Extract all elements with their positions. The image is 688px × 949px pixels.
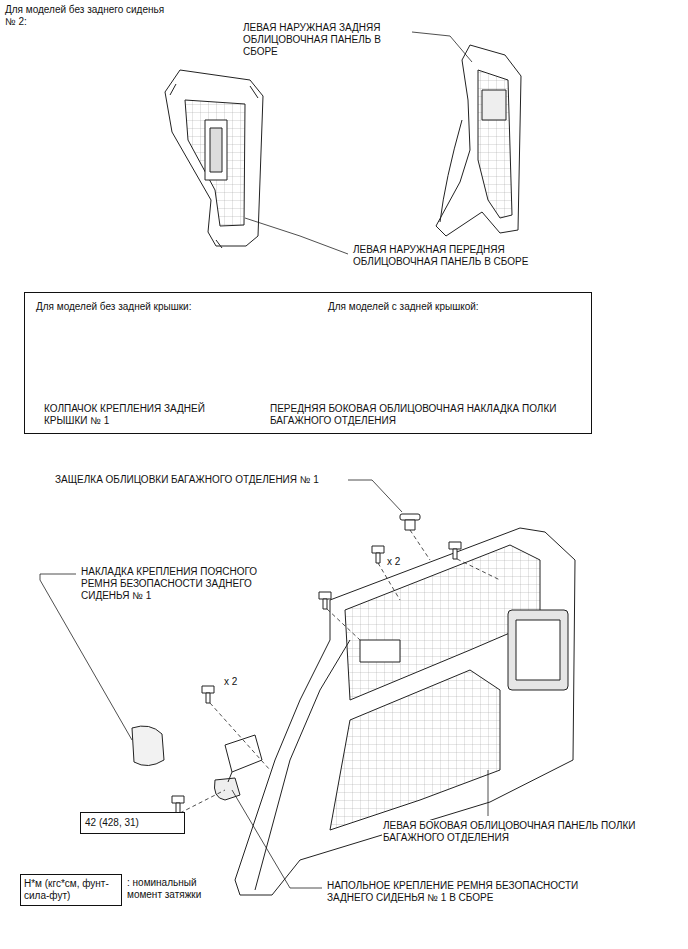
- part-name: НАКЛАДКА КРЕПЛЕНИЯ ПОЯСНОГО РЕМНЯ БЕЗОПА…: [80, 566, 287, 602]
- belt-cover: [132, 726, 164, 766]
- box-text: Для моделей без задней крышки:: [36, 301, 191, 313]
- box-text: Для моделей с задней крышкой:: [328, 301, 479, 313]
- box-text: ПЕРЕДНЯЯ БОКОВАЯ ОБЛИЦОВОЧНАЯ НАКЛАДКА П…: [270, 403, 570, 427]
- rear-panel: [436, 45, 521, 236]
- box-text: КОЛПАЧОК КРЕПЛЕНИЯ ЗАДНЕЙ КРЫШКИ № 1: [44, 403, 244, 427]
- variant-note: Для моделей без заднего сиденья № 2:: [4, 4, 166, 28]
- part-name: ЛЕВАЯ БОКОВАЯ ОБЛИЦОВОЧНАЯ ПАНЕЛЬ ПОЛКИ …: [382, 820, 639, 844]
- variant-box: Для моделей без задней крышки: Для моделе…: [24, 292, 592, 434]
- front-panel: [165, 70, 263, 246]
- part-name: ЛЕВАЯ НАРУЖНАЯ ЗАДНЯЯ ОБЛИЦОВОЧНАЯ ПАНЕЛ…: [242, 22, 384, 58]
- torque-box: 42 (428, 31): [80, 812, 185, 834]
- part-name: ЗАЩЕЛКА ОБЛИЦОВКИ БАГАЖНОГО ОТДЕЛЕНИЯ № …: [54, 474, 320, 486]
- quantity-note: x 2: [386, 556, 401, 568]
- box-text: Н*м (кгс*см, фунт-сила-фут): [24, 878, 118, 902]
- clip: [400, 514, 420, 530]
- box-side-text: : номинальный момент затяжки: [127, 877, 222, 901]
- part-name: НАПОЛЬНОЕ КРЕПЛЕНИЕ РЕМНЯ БЕЗОПАСНОСТИ З…: [326, 880, 618, 904]
- part-name: ЛЕВАЯ НАРУЖНАЯ ПЕРЕДНЯЯ ОБЛИЦОВОЧНАЯ ПАН…: [352, 244, 569, 268]
- box-text: 42 (428, 31): [85, 817, 180, 829]
- leader-lines: [40, 32, 488, 888]
- quantity-note: x 2: [223, 676, 238, 688]
- torque-legend-box: Н*м (кгс*см, фунт-сила-фут): номинальный…: [20, 874, 122, 906]
